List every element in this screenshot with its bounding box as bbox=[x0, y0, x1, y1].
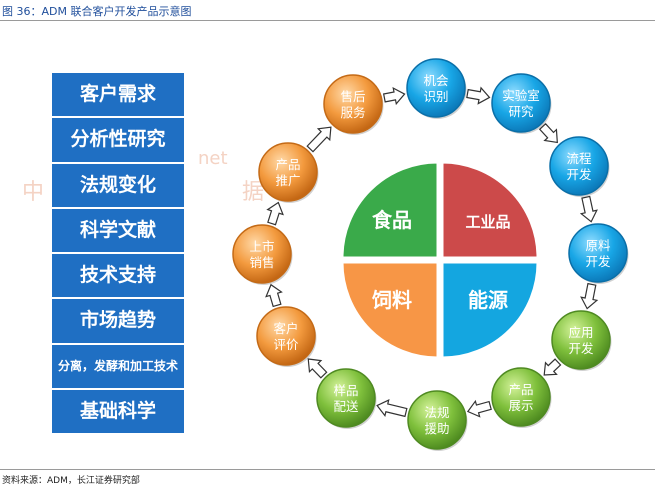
step-process-development-circle bbox=[549, 136, 609, 196]
step-opportunity-identification-circle bbox=[406, 58, 466, 118]
watermark-line1: net bbox=[198, 148, 228, 169]
step-lab-research-label-line1: 实验室 bbox=[502, 88, 540, 103]
flow-arrow bbox=[265, 283, 283, 308]
step-lab-research-circle bbox=[491, 73, 551, 133]
step-raw-material-development-label-line2: 开发 bbox=[585, 254, 611, 269]
step-application-development-label-line2: 开发 bbox=[568, 341, 594, 356]
need-item-scientific-literature: 科学文献 bbox=[52, 209, 184, 254]
process-arrows bbox=[265, 86, 599, 418]
step-market-sales-label-line2: 销售 bbox=[249, 255, 274, 270]
flow-arrow bbox=[466, 86, 491, 105]
step-opportunity-identification-label-line2: 识别 bbox=[423, 89, 448, 104]
step-regulatory-assistance-circle bbox=[407, 390, 467, 450]
need-item-technical-support: 技术支持 bbox=[52, 254, 184, 300]
pie-energy-label: 能源 bbox=[468, 288, 508, 312]
need-item-processing-technology: 分离，发酵和加工技术 bbox=[52, 345, 184, 390]
flow-arrow bbox=[538, 122, 558, 144]
flow-arrow bbox=[579, 195, 598, 223]
step-market-sales-circle bbox=[232, 224, 292, 284]
pie-industrial bbox=[441, 161, 539, 259]
step-after-sales-service-circle bbox=[323, 74, 383, 134]
step-application-development-circle bbox=[551, 310, 611, 370]
step-regulatory-assistance-label-line2: 援助 bbox=[424, 421, 449, 436]
step-lab-research-label-line2: 研究 bbox=[508, 104, 534, 119]
need-item-customer-demand: 客户需求 bbox=[52, 73, 184, 119]
source-divider bbox=[0, 469, 655, 470]
flow-arrow bbox=[266, 201, 284, 226]
flow-arrow bbox=[580, 282, 599, 310]
step-customer-evaluation-label-line2: 评价 bbox=[273, 337, 299, 352]
pie-food bbox=[341, 161, 439, 259]
needs-panel: 客户需求 分析性研究 法规变化 科学文献 技术支持 市场趋势 分离，发酵和加工技… bbox=[52, 73, 184, 433]
need-item-basic-science: 基础科学 bbox=[79, 399, 156, 422]
step-product-showcase-circle bbox=[491, 367, 551, 427]
step-application-development-label-line1: 应用 bbox=[568, 325, 593, 340]
step-sample-delivery-label-line1: 样品 bbox=[333, 383, 358, 398]
flow-arrow bbox=[306, 126, 332, 153]
step-product-promotion-circle bbox=[258, 142, 318, 202]
step-customer-evaluation-circle bbox=[256, 306, 316, 366]
step-market-sales-label-line1: 上市 bbox=[249, 239, 274, 254]
pie-feed-label: 饲料 bbox=[371, 288, 412, 312]
step-sample-delivery-circle bbox=[316, 368, 376, 428]
step-raw-material-development-label-line1: 原料 bbox=[585, 238, 611, 253]
step-customer-evaluation-label-line1: 客户 bbox=[273, 321, 298, 336]
step-process-development-label-line2: 开发 bbox=[566, 167, 592, 182]
flow-arrow bbox=[376, 399, 408, 418]
step-raw-material-development-circle bbox=[568, 223, 628, 283]
pie-energy bbox=[441, 261, 539, 359]
step-process-development-label-line1: 流程 bbox=[566, 151, 592, 166]
step-after-sales-service-label-line2: 服务 bbox=[340, 105, 365, 120]
step-product-promotion-label-line2: 推广 bbox=[275, 173, 300, 188]
step-sample-delivery-label-line2: 配送 bbox=[333, 399, 359, 414]
need-item-regulation-change: 法规变化 bbox=[52, 164, 184, 209]
step-opportunity-identification-label-line1: 机会 bbox=[423, 73, 449, 88]
pie-industrial-label: 工业品 bbox=[465, 213, 510, 231]
need-item-market-trend: 市场趋势 bbox=[52, 299, 184, 345]
flow-arrow bbox=[307, 358, 328, 379]
title-divider bbox=[0, 20, 655, 21]
step-regulatory-assistance-label-line1: 法规 bbox=[424, 405, 449, 420]
step-after-sales-service-label-line1: 售后 bbox=[340, 89, 365, 104]
step-product-showcase-label-line1: 产品 bbox=[508, 382, 533, 397]
need-item-analytical-research: 分析性研究 bbox=[52, 118, 184, 164]
figure-title: 图 36：ADM 联合客户开发产品示意图 bbox=[2, 5, 192, 18]
pie-feed bbox=[341, 261, 439, 359]
source-note: 资料来源：ADM，长江证券研究部 bbox=[2, 476, 140, 486]
step-product-promotion-label-line1: 产品 bbox=[275, 157, 300, 172]
step-product-showcase-label-line2: 展示 bbox=[508, 398, 533, 413]
flow-arrow bbox=[382, 86, 406, 106]
flow-arrow bbox=[543, 358, 562, 376]
flow-arrow bbox=[466, 399, 492, 418]
pie-food-label: 食品 bbox=[372, 208, 412, 232]
process-cycle: 机会识别实验室研究流程开发原料开发应用开发产品展示法规援助样品配送客户评价上市销… bbox=[232, 58, 629, 451]
